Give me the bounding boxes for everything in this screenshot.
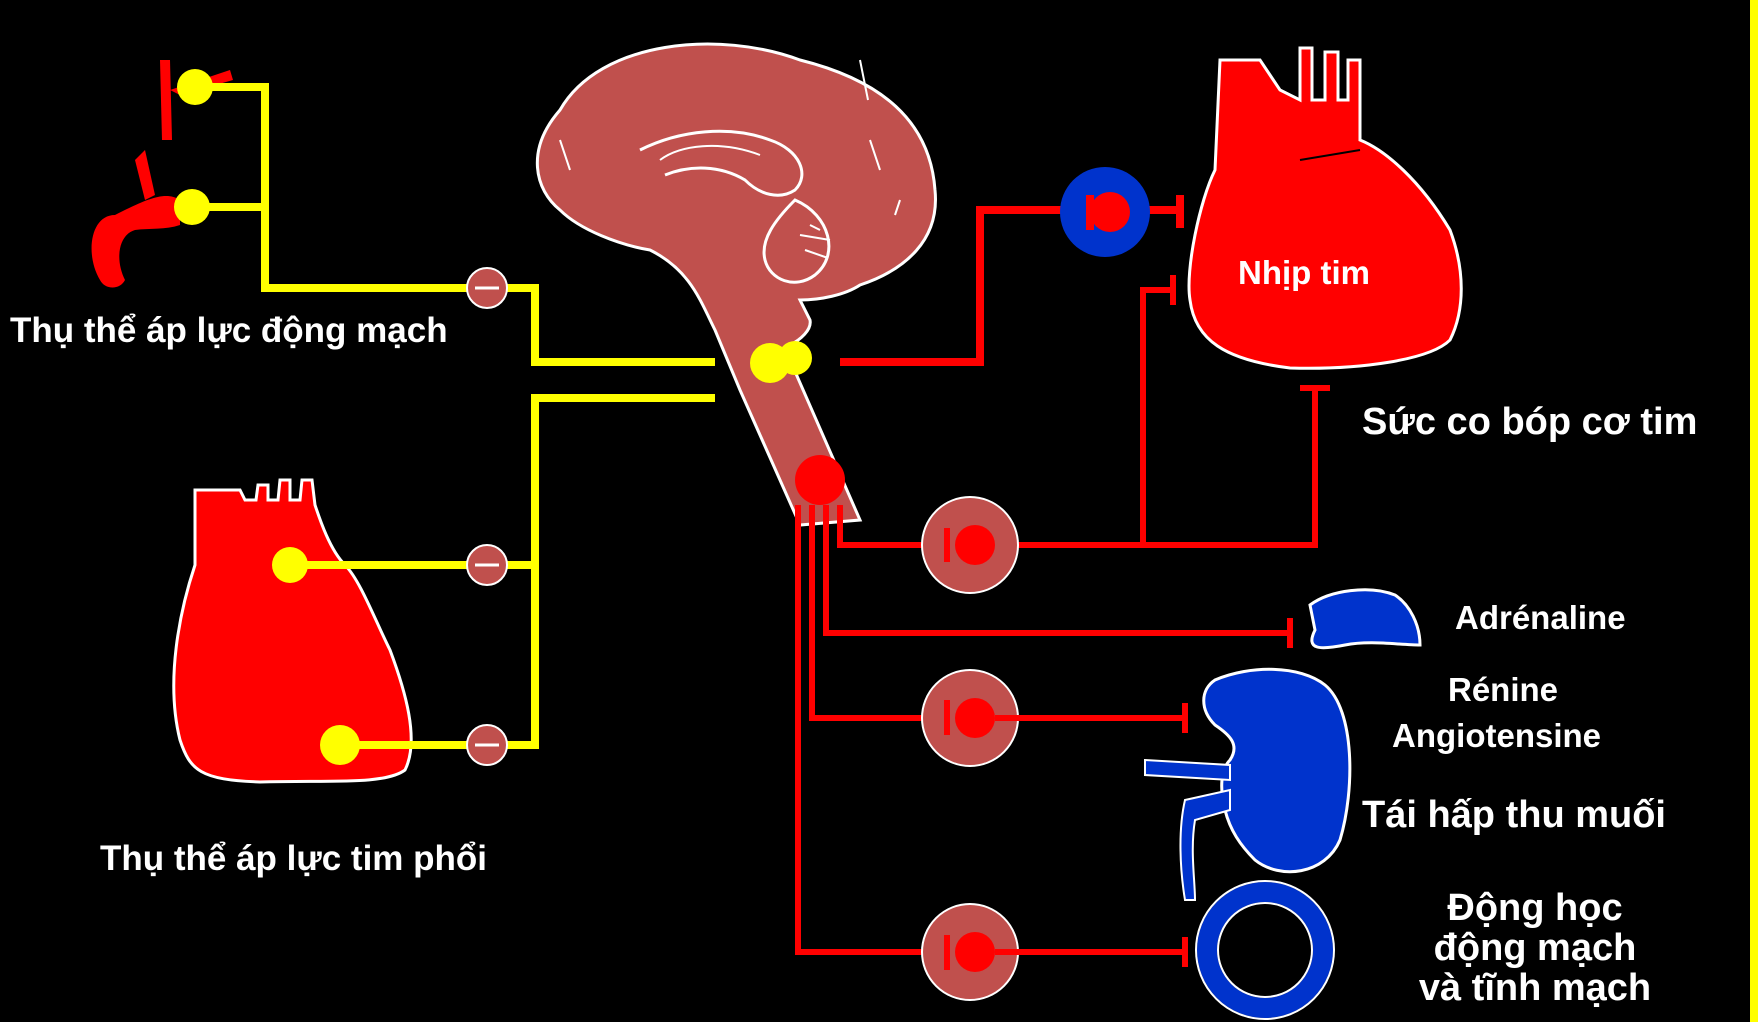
- carotid-aortic-vessels: [92, 60, 233, 288]
- heart-rate-label: Nhịp tim: [1238, 255, 1370, 291]
- cardiopulmonary-baroreceptor-label: Thụ thể áp lực tim phổi: [100, 840, 487, 879]
- heart-shape-left: [174, 480, 411, 782]
- vasomotor-center: [795, 455, 845, 505]
- brain: [537, 44, 935, 525]
- post-ganglionic: [995, 718, 1185, 952]
- adrenal-gland: [1310, 590, 1420, 648]
- vascular-label-line3: và tĩnh mạch: [1400, 968, 1670, 1010]
- nucleus-tractus-solitarius: [750, 341, 812, 383]
- vessel-ring-outline-inner: [1218, 903, 1312, 997]
- vagal-ganglion: [1060, 167, 1150, 257]
- angiotensin-label: Angiotensine: [1392, 718, 1601, 754]
- ureter: [1180, 790, 1230, 900]
- cardiopulmonary-inhibitory-node-lower: [467, 725, 507, 765]
- renin-label: Rénine: [1448, 672, 1558, 708]
- nts-node-b: [778, 341, 812, 375]
- sympathetic-outflow: [798, 505, 1290, 952]
- kidney: [1145, 669, 1350, 900]
- salt-reabsorption-label: Tái hấp thu muối: [1362, 795, 1666, 837]
- adrenaline-label: Adrénaline: [1455, 600, 1626, 636]
- ganglion-heart: [922, 497, 1018, 593]
- blood-vessel-ring: [1207, 892, 1323, 1008]
- carotid-artery: [160, 60, 172, 140]
- renal-vessel: [1145, 760, 1230, 780]
- arterial-baroreceptor-label: Thụ thể áp lực động mạch: [10, 312, 448, 351]
- heart-shape-right: [1189, 48, 1461, 368]
- cardiopulmonary-heart: [174, 480, 411, 782]
- subclavian-branch: [135, 150, 155, 200]
- aortic-arch: [92, 196, 180, 288]
- vascular-label-line2: động mạch: [1400, 928, 1670, 970]
- effector-heart: [1189, 48, 1461, 368]
- brain-shape: [537, 44, 935, 525]
- slide-edge-stripe: [1750, 0, 1758, 1022]
- contractility-label: Sức co bóp cơ tim: [1362, 402, 1697, 444]
- arterial-inhibitory-node: [467, 268, 507, 308]
- vascular-label-line1: Động học: [1400, 888, 1670, 930]
- cardiopulmonary-inhibitory-node-upper: [467, 545, 507, 585]
